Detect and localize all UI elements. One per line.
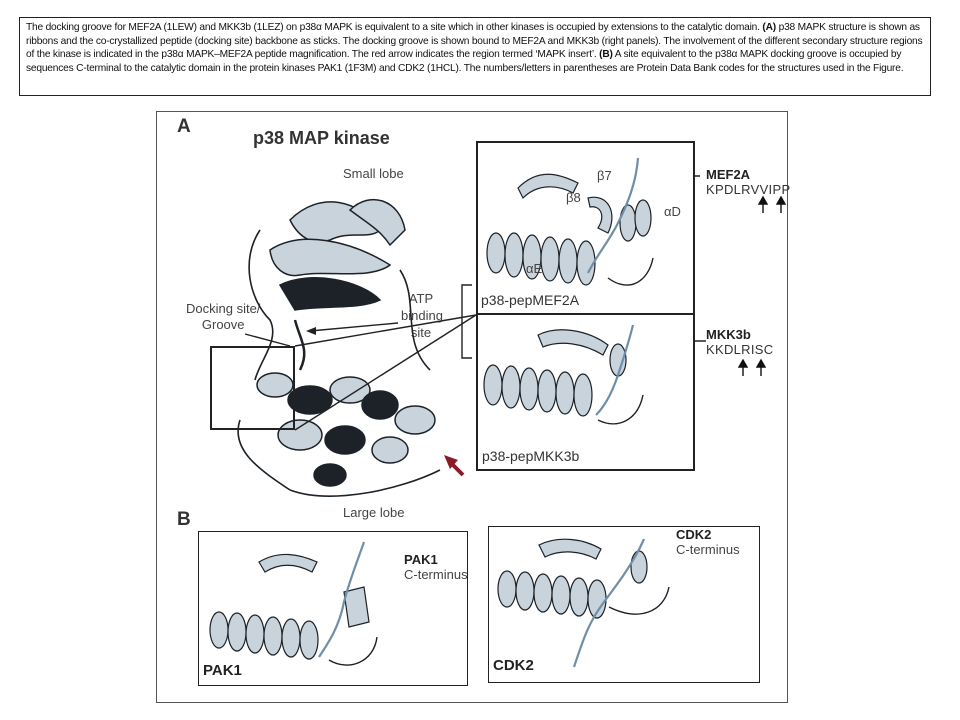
caption-text-2: p38 MAPK structure is shown as ribbons a… (26, 22, 923, 61)
caption-label-a: (A) (762, 22, 776, 33)
small-lobe-label: Small lobe (343, 166, 404, 181)
docking-site-line2: Groove (201, 317, 245, 332)
mef2a-name: MEF2A (706, 167, 751, 182)
pak1-panel (198, 531, 468, 686)
panel-b-letter: B (177, 509, 191, 530)
mkk3b-panel-label: p38-pepMKK3b (482, 448, 580, 464)
panel-a-letter: A (177, 116, 191, 137)
alphaE-label: αE (526, 261, 543, 276)
caption-label-b: (B) (599, 49, 613, 61)
cdk2-note-line2: C-terminus (676, 542, 740, 557)
panel-a-title: p38 MAP kinase (253, 128, 390, 148)
docking-site-line1: Docking site/ (186, 301, 261, 316)
cdk2-ribbon (497, 538, 670, 668)
atp-line3: site (410, 325, 432, 340)
figure-caption: The docking groove for MEF2A (1LEW) and … (19, 17, 931, 96)
mkk3b-name: MKK3b (706, 327, 751, 342)
cdk2-note-line1: CDK2 (676, 527, 712, 542)
atp-line1: ATP (408, 291, 434, 306)
mkk3b-ribbon (483, 324, 644, 425)
beta7-label: β7 (597, 168, 612, 183)
p38-ribbon-structure (237, 199, 441, 497)
mef2a-sequence: KPDLRVVIPP (706, 182, 791, 197)
cdk2-panel-label: CDK2 (493, 657, 534, 674)
mkk3b-zoom-panel (476, 313, 695, 471)
alphaD-label: αD (664, 204, 681, 219)
cdk2-c-terminus-label: CDK2 C-terminus (676, 527, 740, 557)
pak1-c-terminus-label: PAK1 C-terminus (404, 552, 468, 582)
mef2a-zoom-panel (476, 141, 695, 315)
pak1-note-line2: C-terminus (404, 567, 468, 582)
mapk-insert-red-arrow (444, 455, 465, 477)
pak1-ribbon (209, 541, 378, 666)
pak1-panel-label: PAK1 (203, 662, 242, 679)
caption-text-1: The docking groove for MEF2A (1LEW) and … (26, 22, 760, 33)
docking-site-label: Docking site/ Groove (186, 301, 260, 333)
cdk2-panel (488, 526, 760, 683)
mef2a-panel-label: p38-pepMEF2A (481, 292, 580, 308)
mef2a-ribbon (486, 157, 654, 286)
docking-site-box (210, 346, 295, 430)
large-lobe-label: Large lobe (343, 505, 405, 520)
residue-arrows (737, 195, 787, 376)
mkk3b-sequence: KKDLRISC (706, 342, 774, 357)
caption-text-3: A site equivalent to the p38α MAPK docki… (26, 49, 904, 74)
pak1-note-line1: PAK1 (404, 552, 438, 567)
beta8-label: β8 (566, 190, 581, 205)
